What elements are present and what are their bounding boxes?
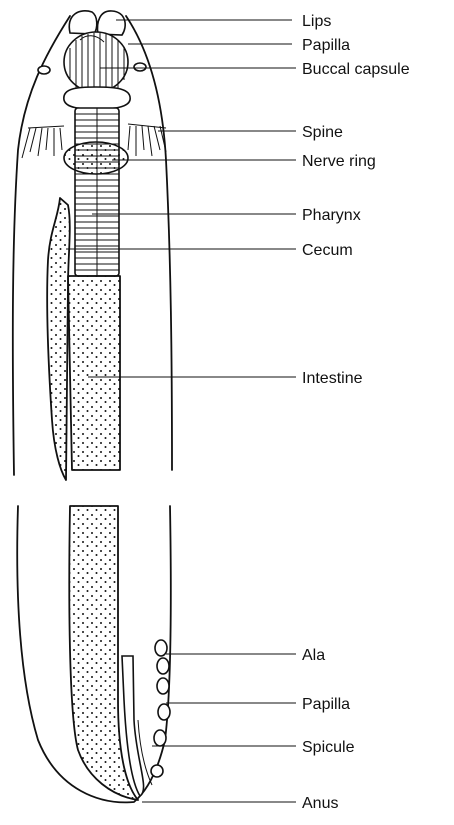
intestine-upper xyxy=(68,276,120,470)
papilla-left-top xyxy=(38,66,50,74)
capsule-collar xyxy=(64,87,130,109)
body-outline-right xyxy=(126,16,172,470)
label-ala: Ala xyxy=(302,647,325,664)
spine-left xyxy=(22,126,64,158)
papilla-right-top xyxy=(134,63,146,71)
label-spicule: Spicule xyxy=(302,739,355,756)
lower-body xyxy=(17,506,171,802)
lip-right xyxy=(98,11,126,35)
label-cecum: Cecum xyxy=(302,242,353,259)
label-nerve-ring: Nerve ring xyxy=(302,153,376,170)
label-papilla-bottom: Papilla xyxy=(302,696,350,713)
label-lips: Lips xyxy=(302,13,331,30)
buccal-capsule xyxy=(64,32,128,92)
lip-left xyxy=(69,11,96,34)
label-pharynx: Pharynx xyxy=(302,207,361,224)
intestine-lower xyxy=(69,506,138,800)
label-spine: Spine xyxy=(302,124,343,141)
label-anus: Anus xyxy=(302,795,338,812)
label-buccal-capsule: Buccal capsule xyxy=(302,61,410,78)
labels: Lips Papilla Buccal capsule Spine Nerve … xyxy=(302,13,410,812)
nerve-ring xyxy=(64,142,128,174)
spine-right xyxy=(128,124,166,156)
cecum xyxy=(47,198,70,480)
label-intestine: Intestine xyxy=(302,370,363,387)
label-papilla-top: Papilla xyxy=(302,37,350,54)
pharynx xyxy=(75,108,119,276)
upper-body xyxy=(13,11,172,480)
